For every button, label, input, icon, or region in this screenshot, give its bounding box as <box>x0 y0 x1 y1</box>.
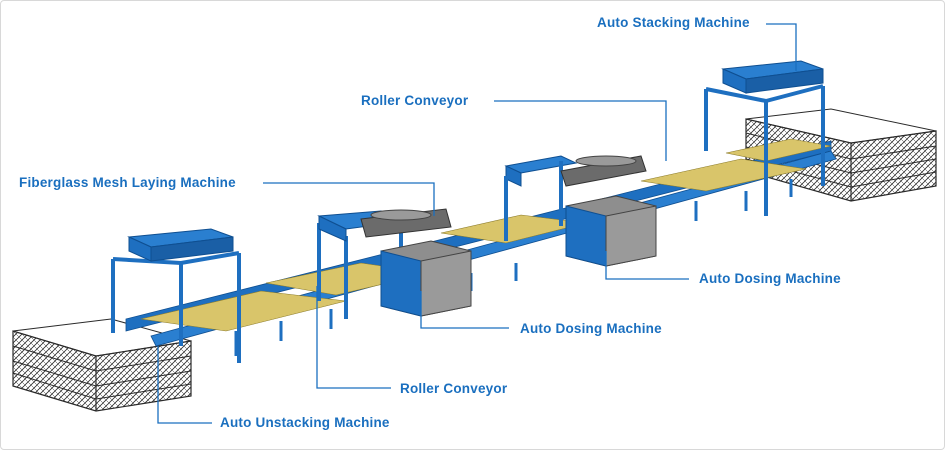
label-auto-dosing-machine-right: Auto Dosing Machine <box>699 271 841 286</box>
dosing-machine-middle <box>380 240 472 317</box>
label-roller-conveyor-top: Roller Conveyor <box>361 93 469 108</box>
leader-auto-dosing-right <box>605 251 689 280</box>
unstacking-gantry <box>111 228 241 363</box>
label-auto-dosing-machine-middle: Auto Dosing Machine <box>520 321 662 336</box>
leader-auto-unstacking <box>157 346 212 424</box>
dosing-machine-right <box>504 155 657 267</box>
leader-auto-stacking <box>766 23 797 71</box>
label-auto-stacking-machine: Auto Stacking Machine <box>597 15 750 30</box>
stacking-gantry <box>704 60 825 216</box>
leader-fiberglass-mesh <box>263 182 435 216</box>
left-rack <box>12 318 192 412</box>
leader-auto-dosing-mid <box>420 291 509 329</box>
leader-lines <box>157 23 797 424</box>
label-roller-conveyor-bottom: Roller Conveyor <box>400 381 508 396</box>
label-fiberglass-mesh-laying-machine: Fiberglass Mesh Laying Machine <box>19 175 236 190</box>
leader-roller-conveyor-bottom <box>316 286 391 389</box>
label-auto-unstacking-machine: Auto Unstacking Machine <box>220 415 390 430</box>
leader-roller-conveyor-top <box>494 100 667 161</box>
